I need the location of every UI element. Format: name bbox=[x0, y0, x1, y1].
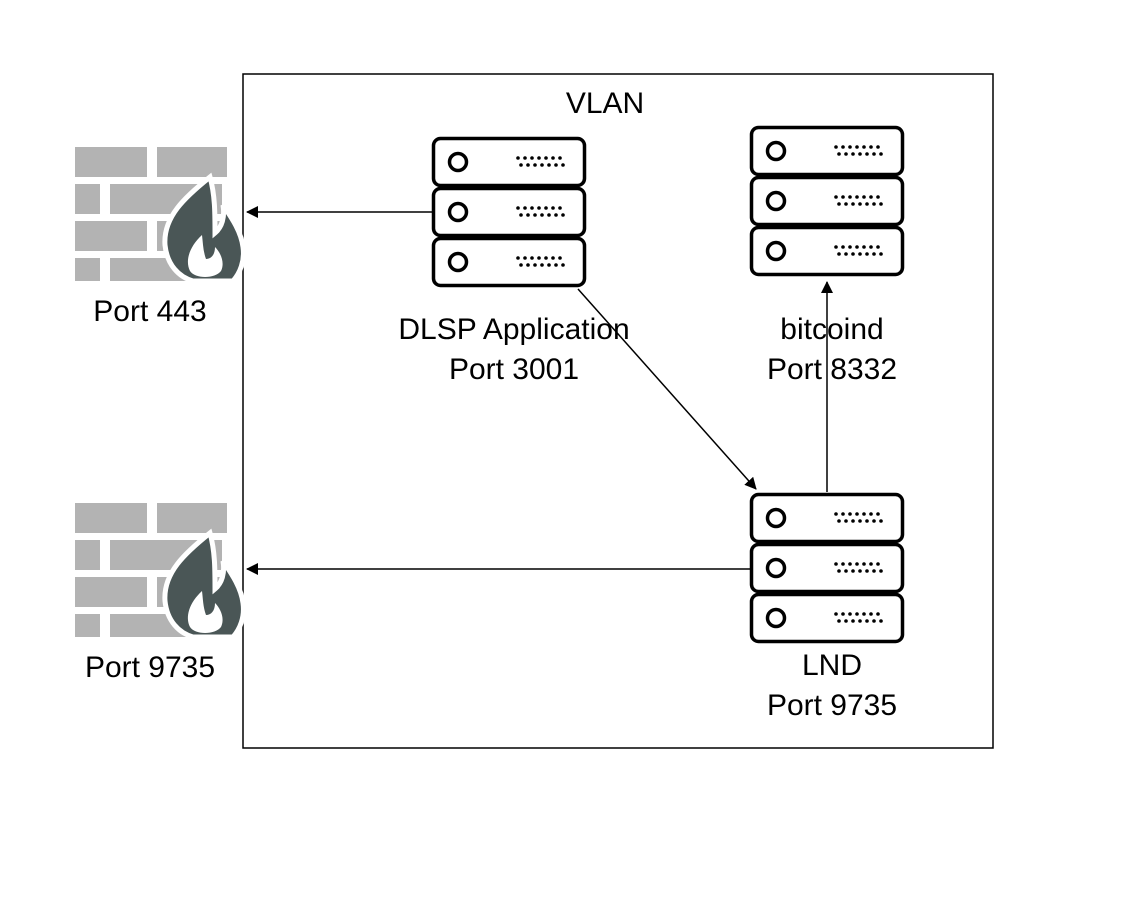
server-name: DLSP Application bbox=[398, 313, 630, 346]
server-name: LND bbox=[801, 649, 862, 682]
server-rack-icon bbox=[752, 128, 903, 275]
vlan-boundary bbox=[242, 73, 994, 749]
server-rack-icon bbox=[752, 495, 903, 642]
vlan-label: VLAN bbox=[565, 87, 645, 120]
server-name: bitcoind bbox=[780, 313, 884, 346]
server-port: Port 9735 bbox=[766, 689, 898, 722]
server-rack-icon bbox=[434, 139, 585, 286]
firewall-icon bbox=[75, 503, 243, 637]
server-port: Port 3001 bbox=[448, 353, 580, 386]
firewall-label: Port 9735 bbox=[84, 651, 216, 684]
firewall-label: Port 443 bbox=[93, 295, 207, 328]
dlsp-server-label: DLSP Application Port 3001 bbox=[364, 310, 664, 390]
arrow-dlsp-to-lnd bbox=[577, 288, 757, 490]
lnd-server-label: LND Port 9735 bbox=[712, 646, 952, 726]
bitcoind-server-label: bitcoind Port 8332 bbox=[712, 310, 952, 390]
firewall-icon bbox=[75, 147, 243, 281]
server-port: Port 8332 bbox=[766, 353, 898, 386]
